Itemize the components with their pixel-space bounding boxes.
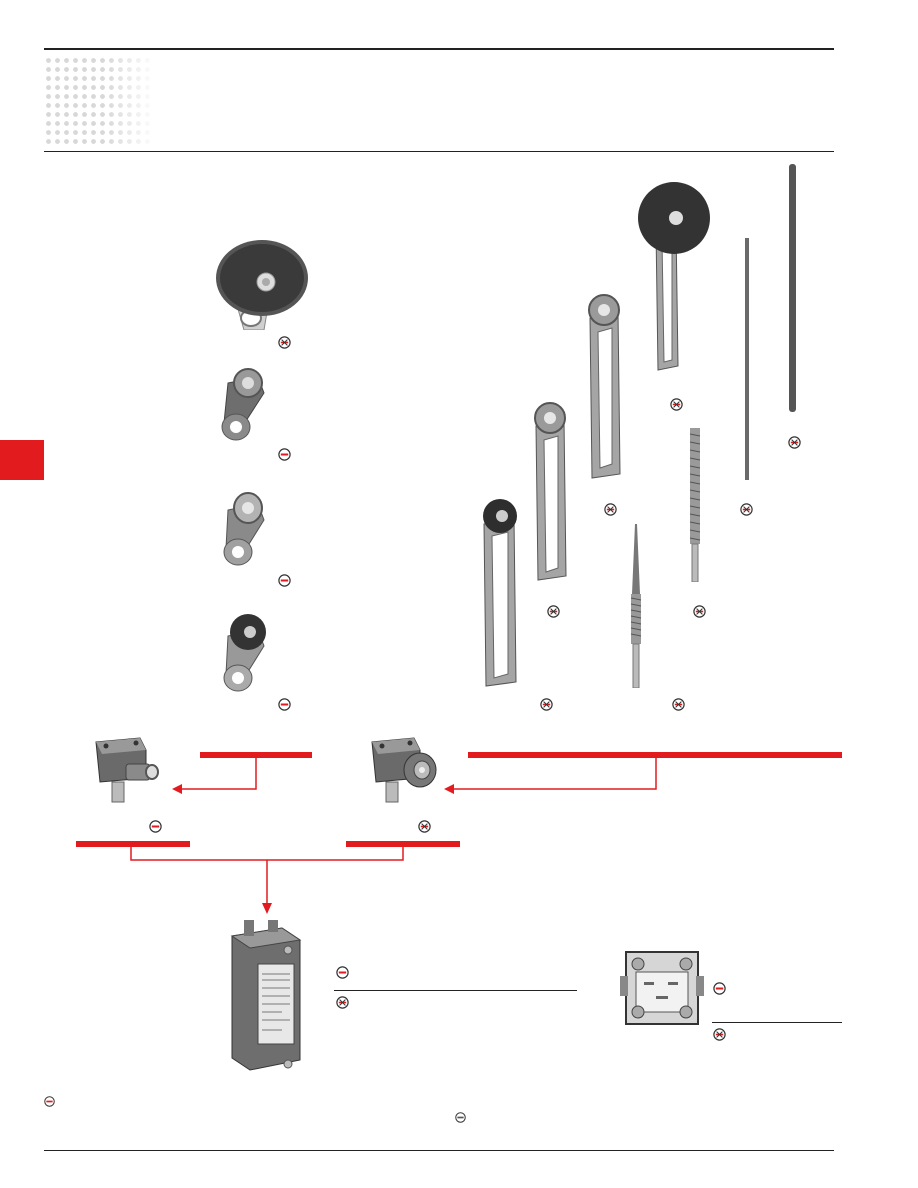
circle-red-bar-icon: [278, 574, 291, 587]
circle-red-bar-icon: [278, 698, 291, 711]
ball-bearing-roller-lever-image: [223, 492, 265, 566]
circle-red-crossed-bar-icon: [547, 605, 560, 618]
steel-roller-lever-image: [221, 368, 265, 441]
head-rotary-image: [371, 737, 437, 803]
contact-block-image: [620, 951, 704, 1025]
circle-red-bar-icon: [713, 982, 726, 995]
switch-body-divider: [334, 990, 577, 991]
adjustable-lever-elastomer-roller-image: [483, 499, 517, 687]
elastomer-roller-lever-image: [223, 614, 266, 692]
head-plunger-image: [95, 737, 159, 803]
body-left-bar: [76, 841, 190, 847]
circle-red-bar-icon: [44, 1096, 55, 1107]
circle-red-bar-icon: [149, 820, 162, 833]
circle-red-bar-icon: [336, 966, 349, 979]
circle-red-crossed-bar-icon: [713, 1028, 726, 1041]
rotary-head-bar: [468, 752, 842, 758]
circle-red-crossed-bar-icon: [670, 398, 683, 411]
circle-red-crossed-bar-icon: [278, 336, 291, 349]
adjustable-lever-large-roller-image: [638, 182, 710, 371]
circle-red-crossed-bar-icon: [788, 436, 801, 449]
switch-body-image: [230, 920, 302, 1071]
circle-red-bar-icon: [278, 448, 291, 461]
footer-rule: [44, 1150, 834, 1151]
adjustable-lever-steel-roller-short-image: [534, 402, 567, 581]
circle-red-crossed-bar-icon: [604, 503, 617, 516]
circle-red-crossed-bar-icon: [740, 503, 753, 516]
circle-red-crossed-bar-icon: [540, 698, 553, 711]
spring-rod-tapered-image: [630, 524, 642, 688]
header-dot-pattern: [44, 56, 156, 146]
plunger-head-bar: [200, 752, 312, 758]
spring-rod-image: [689, 428, 701, 582]
thin-round-rod-image: [745, 238, 749, 480]
circle-red-crossed-bar-icon: [418, 820, 431, 833]
circle-red-crossed-bar-icon: [693, 605, 706, 618]
circle-bar-icon: [455, 1112, 466, 1123]
contact-block-divider: [712, 1022, 842, 1023]
header-bottom-rule: [44, 151, 834, 152]
adjustable-lever-steel-roller-long-image: [588, 294, 621, 479]
section-tab-marker: [0, 440, 44, 480]
thick-round-rod-image: [789, 164, 796, 412]
thermoplastic-roller-lever-image: [216, 240, 308, 330]
circle-red-crossed-bar-icon: [672, 698, 685, 711]
header-top-rule: [44, 48, 834, 50]
body-right-bar: [346, 841, 460, 847]
circle-red-crossed-bar-icon: [336, 996, 349, 1009]
